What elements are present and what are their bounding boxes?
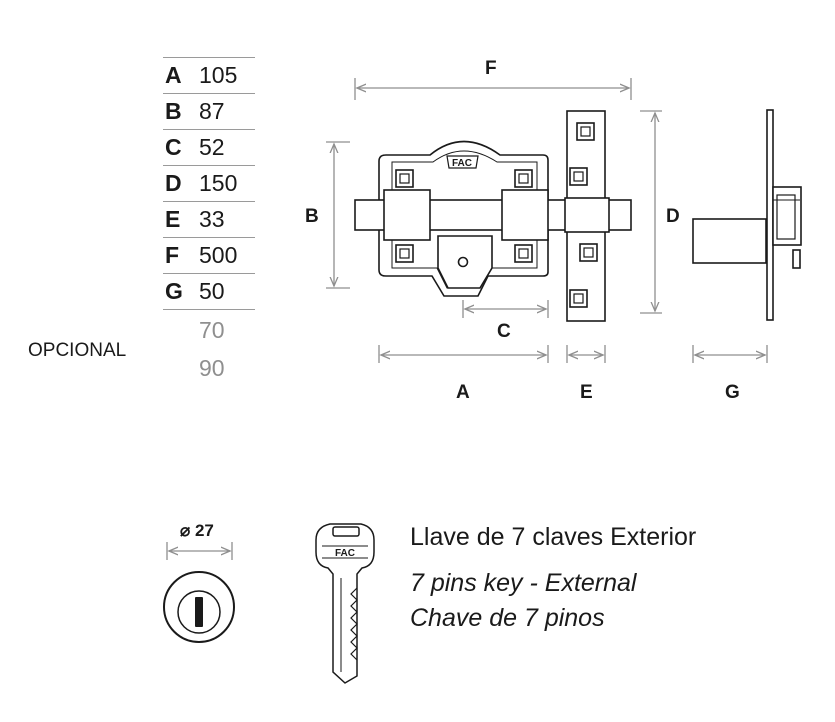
dimension-lines xyxy=(166,78,768,560)
key-icon xyxy=(315,523,375,684)
key-brand-text: FAC xyxy=(335,548,355,559)
optional-label: OPCIONAL xyxy=(28,340,127,361)
key-description-pt: Chave de 7 pinos xyxy=(410,604,605,632)
optional-value: 70 xyxy=(199,317,225,343)
brand-logo-text: FAC xyxy=(452,158,472,169)
label-b: B xyxy=(305,206,319,227)
cylinder-diameter-label: ⌀ 27 xyxy=(180,521,214,540)
label-d: D xyxy=(666,206,680,227)
optional-value: 90 xyxy=(199,355,225,381)
label-c: C xyxy=(497,321,511,342)
label-e: E xyxy=(580,382,593,403)
front-view xyxy=(354,110,632,322)
label-a: A xyxy=(456,382,470,403)
label-f: F xyxy=(485,58,497,79)
side-view xyxy=(692,109,802,321)
label-g: G xyxy=(725,382,740,403)
key-description-es: Llave de 7 claves Exterior xyxy=(410,523,697,551)
key-description-en: 7 pins key - External xyxy=(410,569,637,597)
cylinder-front xyxy=(163,571,235,643)
